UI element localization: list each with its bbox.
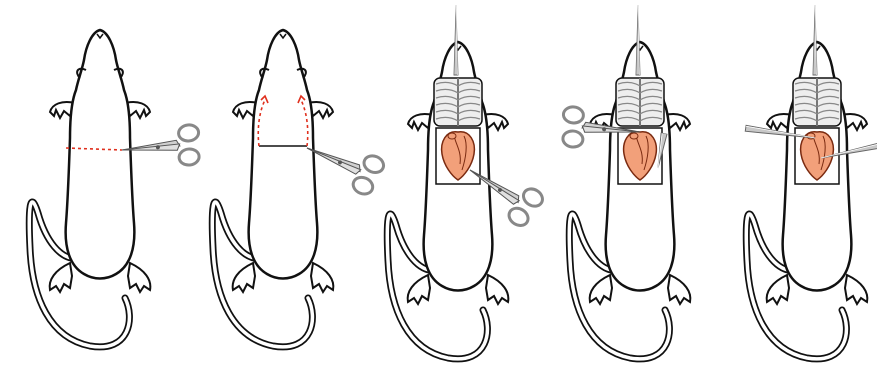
ribcage [793, 78, 841, 126]
forceps-holding-sternum [813, 5, 817, 75]
ribcage [616, 78, 664, 126]
heart-exposed [618, 128, 662, 184]
panel-step-2 [212, 30, 386, 347]
rat-body [212, 30, 333, 347]
panel-step-3 [387, 5, 545, 359]
panel-step-5 [745, 5, 877, 359]
heart-exposed [436, 128, 480, 184]
panel-step-1 [29, 30, 202, 347]
forceps-holding-sternum [454, 5, 458, 75]
panel-step-4 [560, 5, 690, 359]
ribcage [434, 78, 482, 126]
scissors-tool [120, 124, 202, 172]
rat-body [29, 30, 150, 347]
forceps-holding-sternum [636, 5, 640, 75]
